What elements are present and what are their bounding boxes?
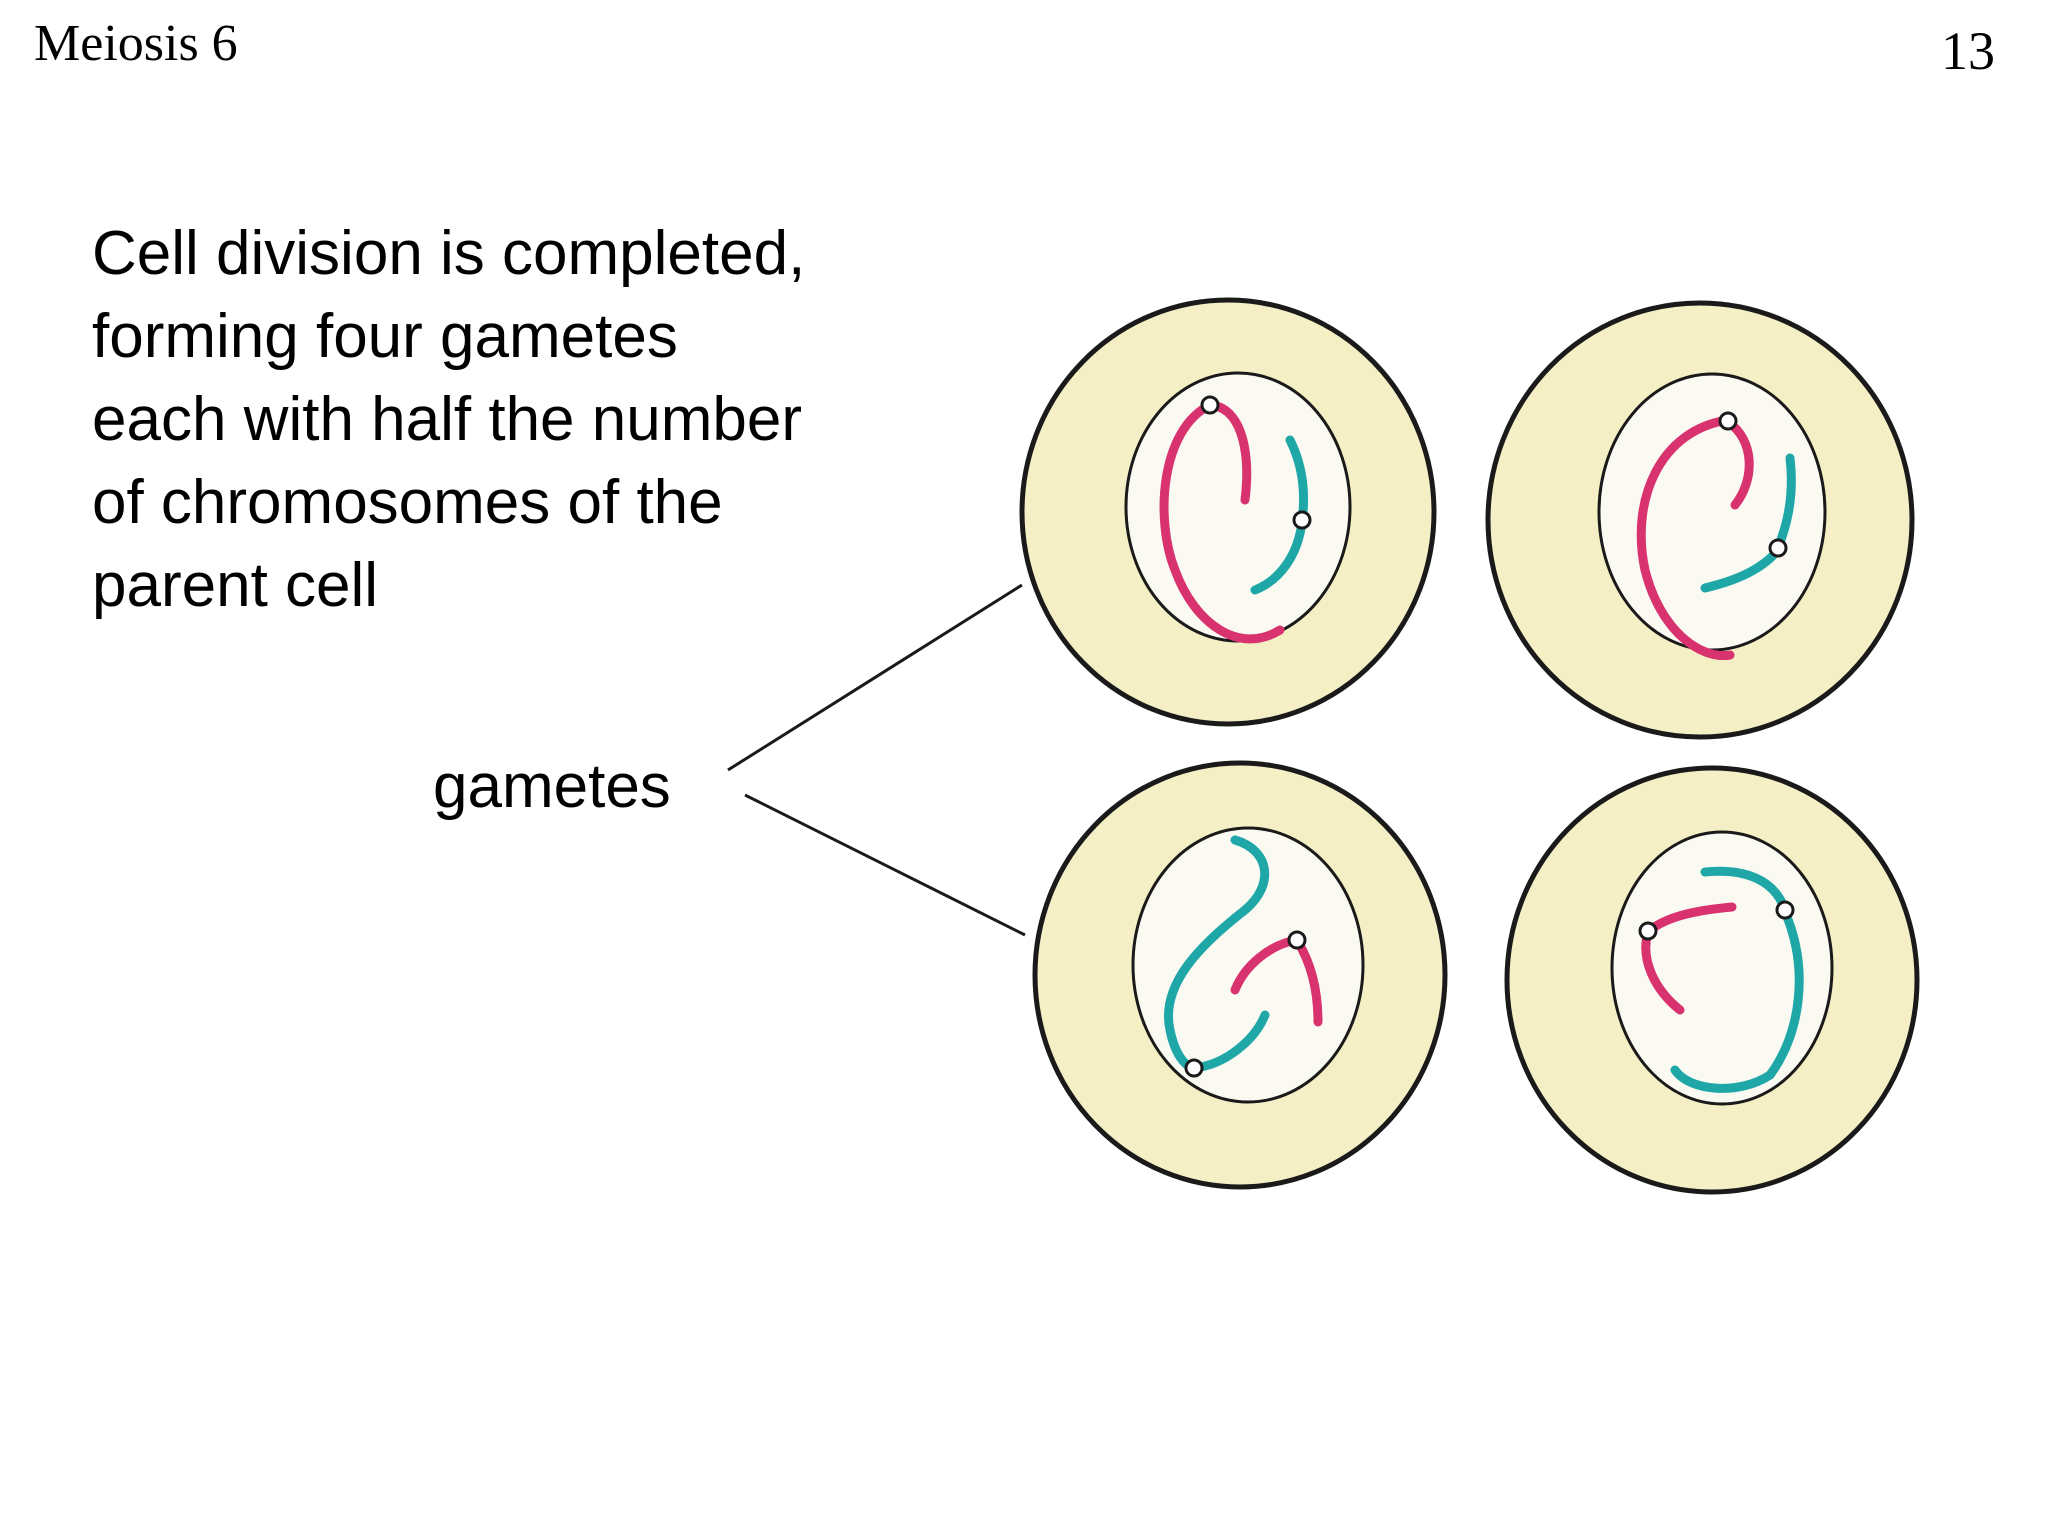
slide-header-title: Meiosis 6 — [34, 15, 238, 72]
body-text: Cell division is completed, forming four… — [92, 212, 952, 627]
chromosome-teal — [1670, 907, 1804, 1093]
gamete-top-right — [1485, 300, 1915, 740]
gamete-bottom-left — [1032, 760, 1448, 1190]
chromosome-teal — [1700, 866, 1790, 915]
chromosome-red — [1641, 927, 1685, 1015]
chromosome-red — [1159, 400, 1285, 644]
centromere — [1775, 900, 1795, 920]
chromosome-red — [1723, 417, 1754, 510]
leader-line-top — [727, 583, 1023, 772]
gamete-bottom-right — [1504, 765, 1920, 1195]
body-line: forming four gametes — [92, 302, 678, 371]
centromere — [1292, 510, 1312, 530]
body-line: Cell division is completed, — [92, 219, 806, 288]
page-number: 13 — [1941, 21, 1995, 81]
centromere — [1638, 921, 1658, 941]
leader-line-bottom — [744, 793, 1026, 937]
body-line: of chromosomes of the — [92, 468, 723, 537]
centromere — [1200, 395, 1220, 415]
chromosome-teal — [1700, 545, 1783, 593]
chromosome-red — [1645, 902, 1737, 935]
chromosome-red — [1293, 937, 1323, 1027]
centromere — [1287, 930, 1307, 950]
centromere — [1718, 411, 1738, 431]
chromosome-red — [1207, 400, 1252, 505]
chromosome-teal — [1250, 517, 1307, 595]
body-line: each with half the number — [92, 385, 802, 454]
centromere — [1184, 1058, 1204, 1078]
chromosome-teal — [1164, 835, 1270, 1073]
centromere — [1768, 538, 1788, 558]
body-line: parent cell — [92, 551, 379, 620]
gametes-label: gametes — [433, 752, 671, 821]
chromosome-red — [1636, 415, 1735, 661]
gamete-top-left — [1019, 297, 1437, 727]
